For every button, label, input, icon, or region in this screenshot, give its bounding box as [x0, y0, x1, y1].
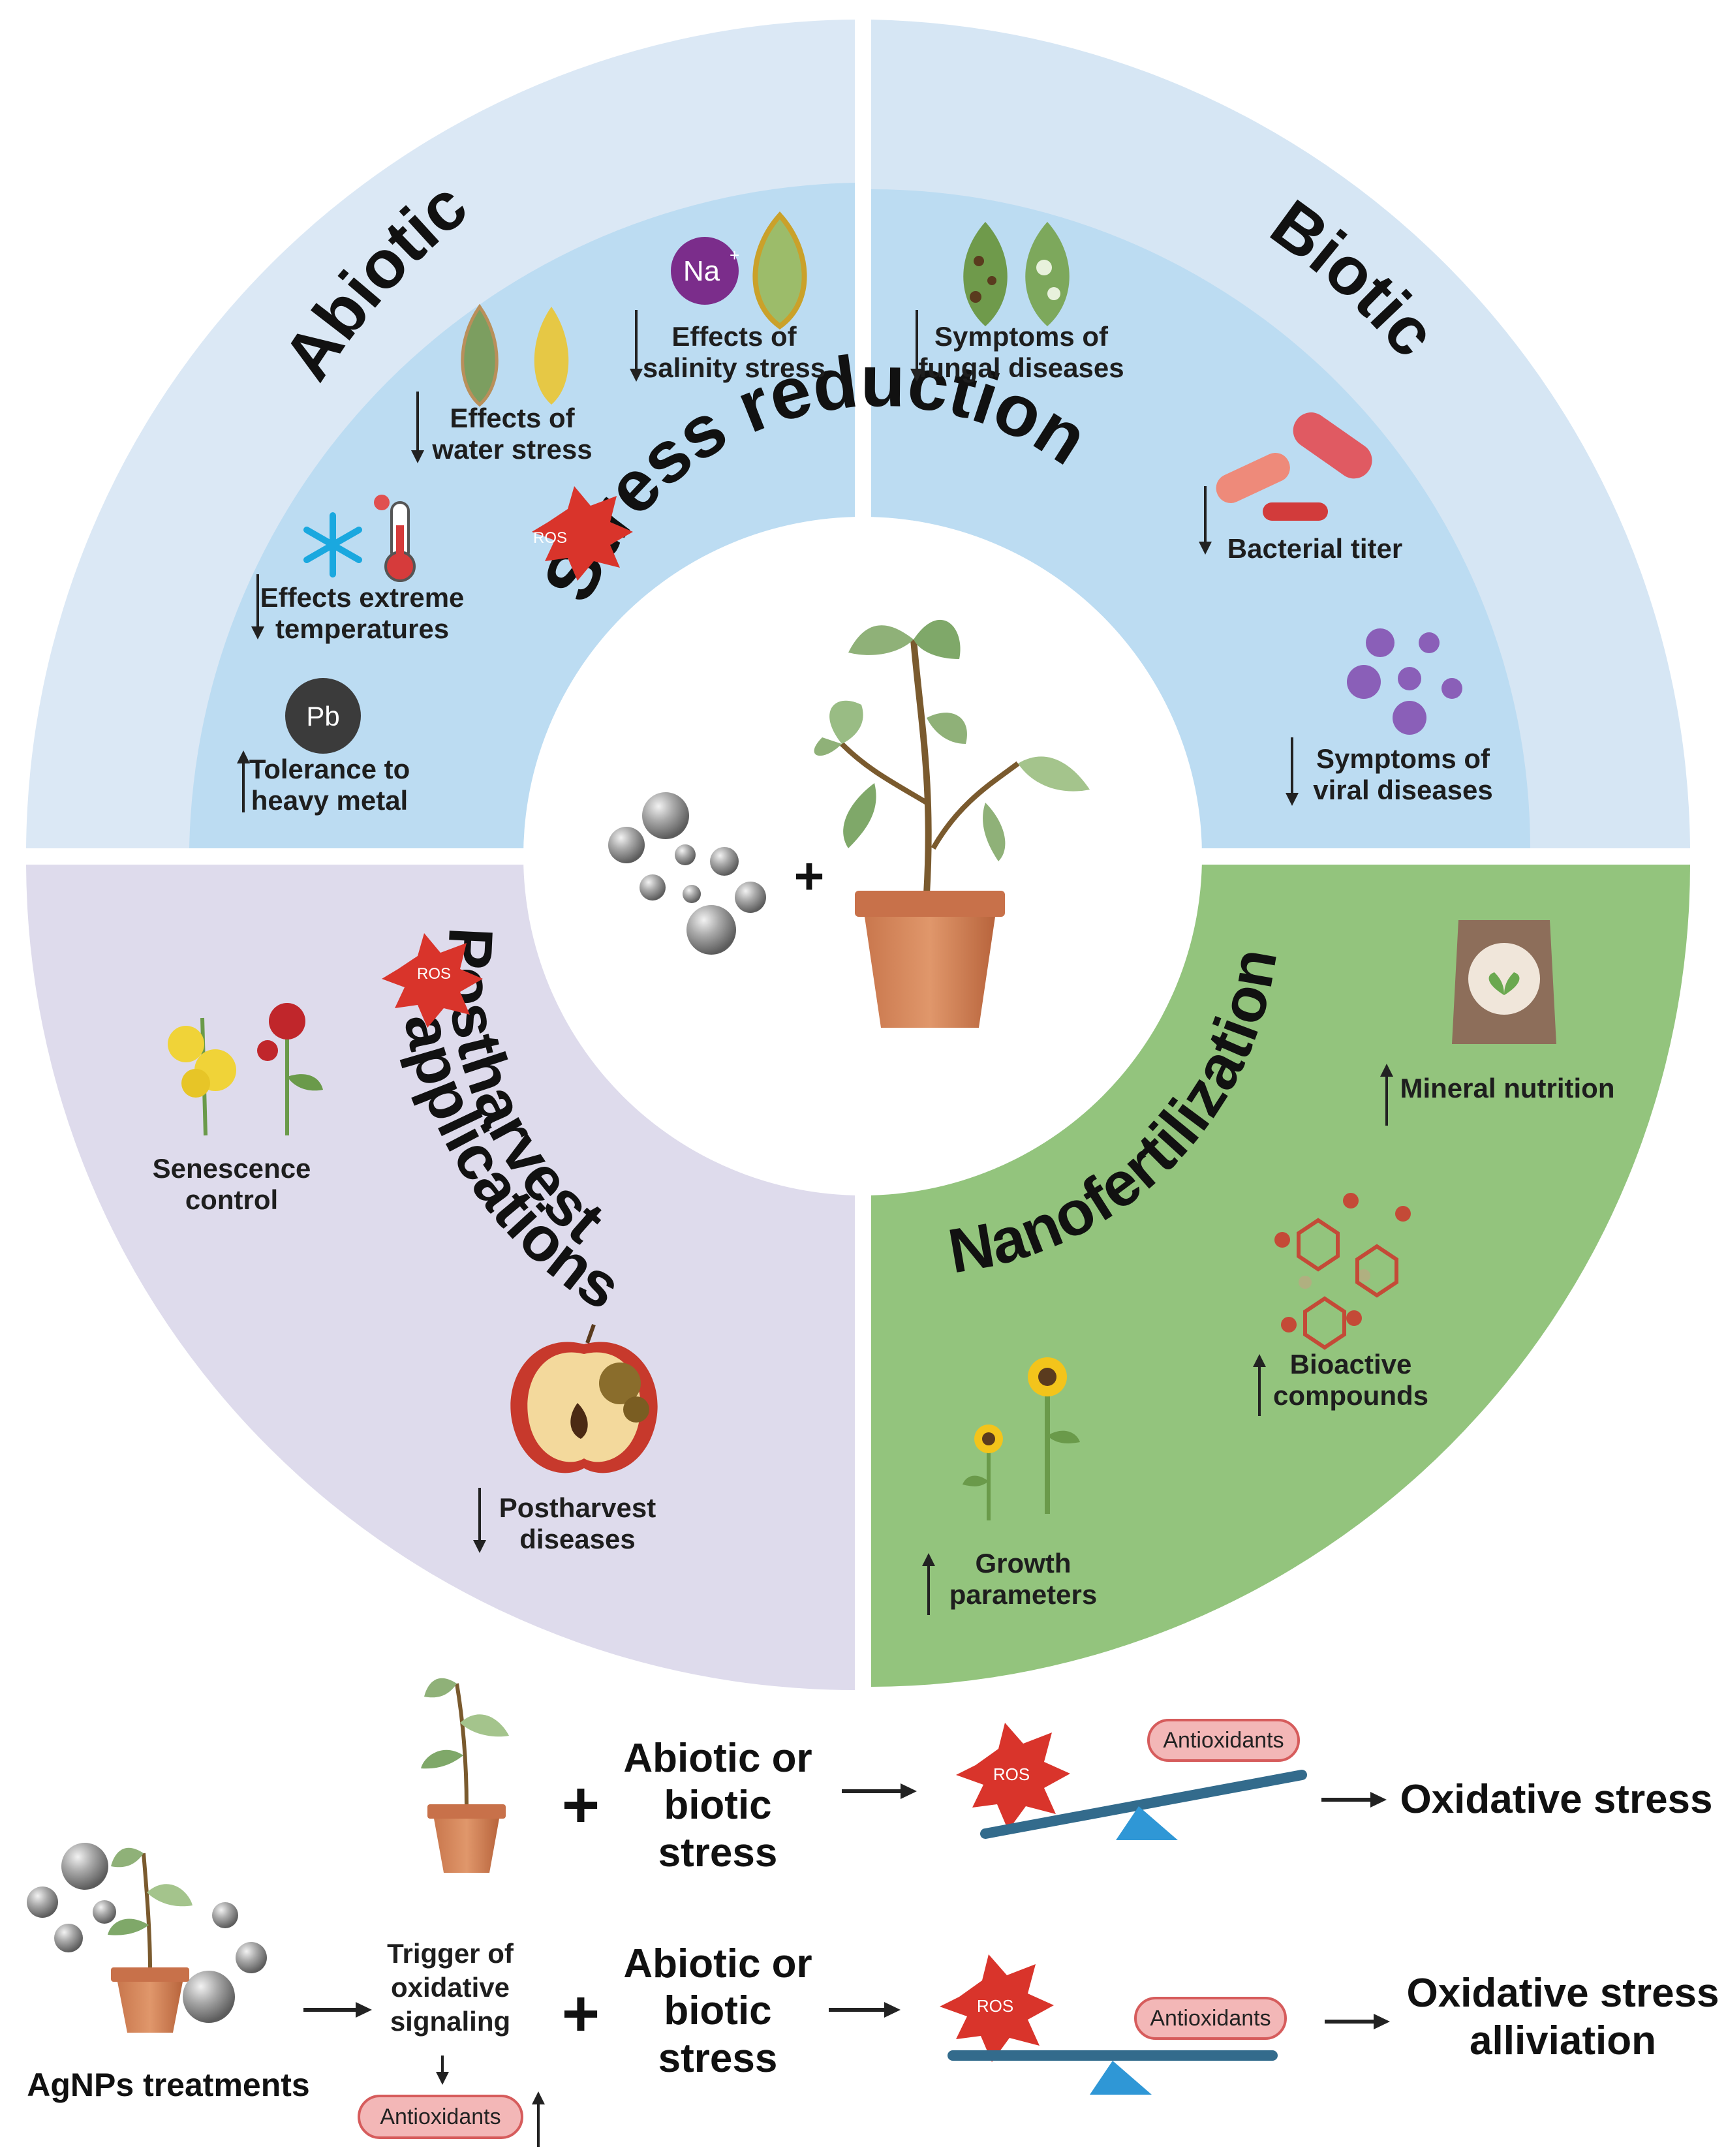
virus-icon	[1347, 628, 1462, 735]
agnps-plant-icon	[27, 1843, 267, 2033]
svg-text:Bacterial titer: Bacterial titer	[1227, 533, 1402, 564]
row1-plus: +	[562, 1768, 600, 1841]
viral-item: Symptoms of viral diseases	[1286, 628, 1493, 806]
svg-text:compounds: compounds	[1273, 1380, 1428, 1411]
svg-text:signaling: signaling	[390, 2006, 510, 2037]
trigger-text: Trigger of oxidative signaling	[387, 1938, 514, 2037]
row1-result: Oxidative stress	[1400, 1777, 1712, 1822]
svg-text:alliviation: alliviation	[1470, 2018, 1656, 2063]
nanoparticle-cluster	[608, 792, 766, 955]
row1-arrow	[842, 1783, 917, 1799]
growth-item: Growth parameters	[922, 1357, 1097, 1615]
senescence-item: Senescence control	[153, 1003, 323, 1215]
center-potted-plant-icon	[814, 619, 1090, 1028]
row1-stress-text: Abiotic or biotic stress	[623, 1736, 812, 1875]
postharvest-diseases-item: Postharvest diseases	[473, 1323, 658, 1554]
svg-text:biotic: biotic	[664, 1988, 771, 2033]
svg-text:stress: stress	[658, 1830, 778, 1875]
row2-plus: +	[562, 1977, 600, 2050]
ros-burst-postharvest: ROS	[382, 933, 483, 1028]
row1-seesaw: ROS Antioxidants	[956, 1719, 1307, 1840]
wilted-leaf-icon	[461, 303, 499, 407]
mineral-item: Mineral nutrition	[1380, 920, 1615, 1126]
svg-text:Effects extreme: Effects extreme	[260, 582, 465, 613]
svg-text:Mineral nutrition: Mineral nutrition	[1400, 1073, 1615, 1103]
row2-stress-text: Abiotic or biotic stress	[623, 1941, 812, 2081]
flowers-icon	[168, 1003, 323, 1136]
svg-text:Effects of: Effects of	[671, 321, 797, 352]
svg-text:biotic: biotic	[664, 1783, 771, 1828]
svg-text:Growth: Growth	[976, 1548, 1071, 1578]
sunflowers-icon	[963, 1357, 1080, 1520]
thermometer-icon	[374, 495, 416, 582]
svg-text:diseases: diseases	[519, 1524, 635, 1554]
row2-result: Oxidative stress alliviation	[1406, 1971, 1719, 2063]
svg-text:viral diseases: viral diseases	[1313, 775, 1493, 805]
svg-text:Symptoms of: Symptoms of	[934, 321, 1109, 352]
svg-text:Postharvest: Postharvest	[499, 1492, 656, 1523]
salinity-leaf-icon	[752, 211, 807, 330]
center-plus: +	[794, 847, 825, 905]
svg-text:+: +	[730, 245, 739, 265]
row2-arrow-b	[829, 2002, 901, 2018]
center-circle	[523, 517, 1202, 1195]
bioactive-item: Bioactive compounds	[1253, 1193, 1428, 1416]
bacterial-item: Bacterial titer	[1199, 412, 1402, 564]
salinity-item: Na + Effects of salinity stress	[630, 211, 825, 383]
svg-text:control: control	[185, 1184, 278, 1215]
svg-text:ROS: ROS	[993, 1764, 1030, 1784]
antioxidants-pill-small: Antioxidants	[358, 2091, 545, 2147]
svg-text:salinity stress: salinity stress	[643, 352, 825, 383]
water-stress-item: Effects of water stress	[411, 303, 593, 465]
svg-text:fungal diseases: fungal diseases	[918, 352, 1124, 383]
svg-text:oxidative: oxidative	[391, 1972, 510, 2003]
svg-text:Pb: Pb	[306, 701, 339, 732]
molecules-icon	[1274, 1193, 1411, 1350]
svg-text:ROS: ROS	[533, 529, 567, 547]
svg-text:Antioxidants: Antioxidants	[1150, 2006, 1271, 2031]
fertilizer-bag-icon	[1452, 920, 1556, 1044]
svg-text:Abiotic or: Abiotic or	[623, 1941, 812, 1986]
row2-result-arrow	[1325, 2014, 1390, 2029]
rotten-apple-icon	[510, 1323, 658, 1473]
svg-text:Effects of: Effects of	[450, 403, 575, 433]
svg-text:Antioxidants: Antioxidants	[1163, 1728, 1284, 1753]
svg-text:Tolerance to: Tolerance to	[249, 754, 410, 784]
yellow-leaf-icon	[534, 307, 569, 405]
svg-text:Bioactive: Bioactive	[1290, 1349, 1412, 1379]
svg-text:Trigger of: Trigger of	[387, 1938, 514, 1969]
trigger-down-arrow	[436, 2056, 449, 2085]
svg-text:ROS: ROS	[417, 965, 451, 983]
snowflake-icon	[303, 512, 362, 578]
row2-seesaw: ROS Antioxidants	[940, 1954, 1287, 2095]
bacteria-icon	[1216, 412, 1372, 521]
ros-burst-top: ROS	[532, 486, 633, 581]
svg-text:parameters: parameters	[949, 1579, 1097, 1610]
row1-result-arrow	[1321, 1792, 1387, 1808]
svg-text:Na: Na	[683, 255, 720, 287]
heavy-metal-item: Pb Tolerance to heavy metal	[237, 678, 410, 816]
temperature-item: Effects extreme temperatures	[251, 495, 464, 644]
svg-text:ROS: ROS	[977, 1996, 1013, 2016]
svg-text:Senescence: Senescence	[153, 1153, 311, 1184]
svg-text:Symptoms of: Symptoms of	[1316, 743, 1490, 774]
svg-text:Oxidative stress: Oxidative stress	[1406, 1971, 1719, 2016]
svg-text:water stress: water stress	[431, 434, 592, 465]
fungal-item: Symptoms of fungal diseases	[910, 222, 1124, 383]
svg-text:Antioxidants: Antioxidants	[380, 2104, 501, 2129]
svg-text:temperatures: temperatures	[275, 613, 449, 644]
row2-arrow-a	[303, 2002, 372, 2018]
svg-text:Abiotic or: Abiotic or	[623, 1736, 812, 1781]
lead-icon	[285, 678, 361, 754]
row1-plant-icon	[421, 1678, 509, 1873]
agnps-label: AgNPs treatments	[27, 2067, 309, 2103]
sodium-ion-icon	[671, 237, 739, 305]
svg-text:stress: stress	[658, 2036, 778, 2081]
svg-text:heavy metal: heavy metal	[251, 785, 408, 816]
